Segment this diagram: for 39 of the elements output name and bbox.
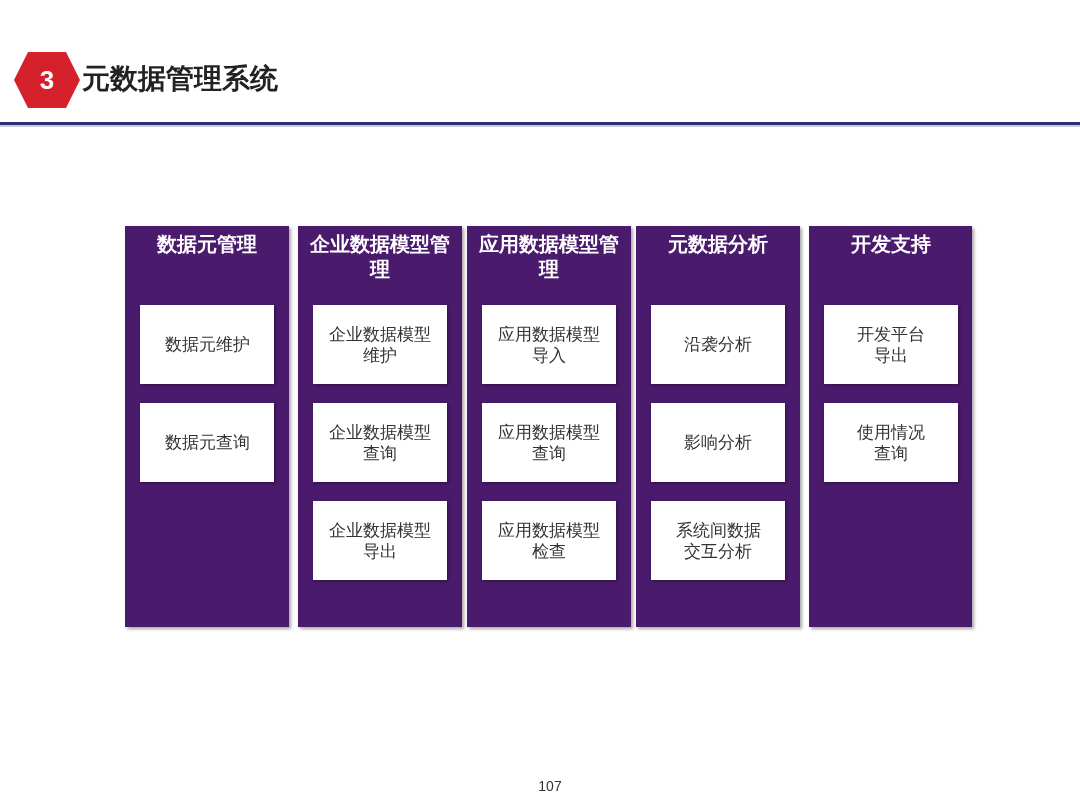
title: 元数据管理系统 [82,62,278,96]
page-number: 107 [537,778,563,794]
function-box [313,403,447,482]
box-label: 应用数据模型查询 [497,421,601,464]
function-box [824,403,958,482]
function-box [651,305,785,384]
box-label: 数据元查询 [164,432,250,453]
category-column [298,226,462,627]
box-label: 企业数据模型查询 [328,421,432,464]
box-label: 企业数据模型导出 [328,519,432,562]
box-label: 使用情况查询 [856,421,926,464]
function-box [313,501,447,580]
function-box [482,305,616,384]
function-box [651,501,785,580]
function-box [824,305,958,384]
category-column [809,226,972,627]
category-column [636,226,800,627]
function-box [140,305,274,384]
function-box [482,501,616,580]
box-label: 沿袭分析 [684,334,752,355]
column-heading: 企业数据模型管理 [310,232,450,282]
category-column [125,226,289,627]
function-box [313,305,447,384]
box-label: 应用数据模型导入 [497,323,601,366]
function-box [651,403,785,482]
number-badge: 3 [14,52,80,108]
box-label: 系统间数据交互分析 [674,519,762,562]
category-column [467,226,631,627]
column-heading: 开发支持 [849,232,932,257]
function-box [140,403,274,482]
box-label: 影响分析 [684,432,752,453]
box-label: 应用数据模型检查 [497,519,601,562]
function-box [482,403,616,482]
column-heading: 元数据分析 [667,232,769,257]
box-label: 开发平台导出 [856,323,926,366]
box-label: 数据元维护 [164,334,250,355]
column-heading: 数据元管理 [156,232,258,257]
box-label: 企业数据模型维护 [328,323,432,366]
column-heading: 应用数据模型管理 [479,232,619,282]
